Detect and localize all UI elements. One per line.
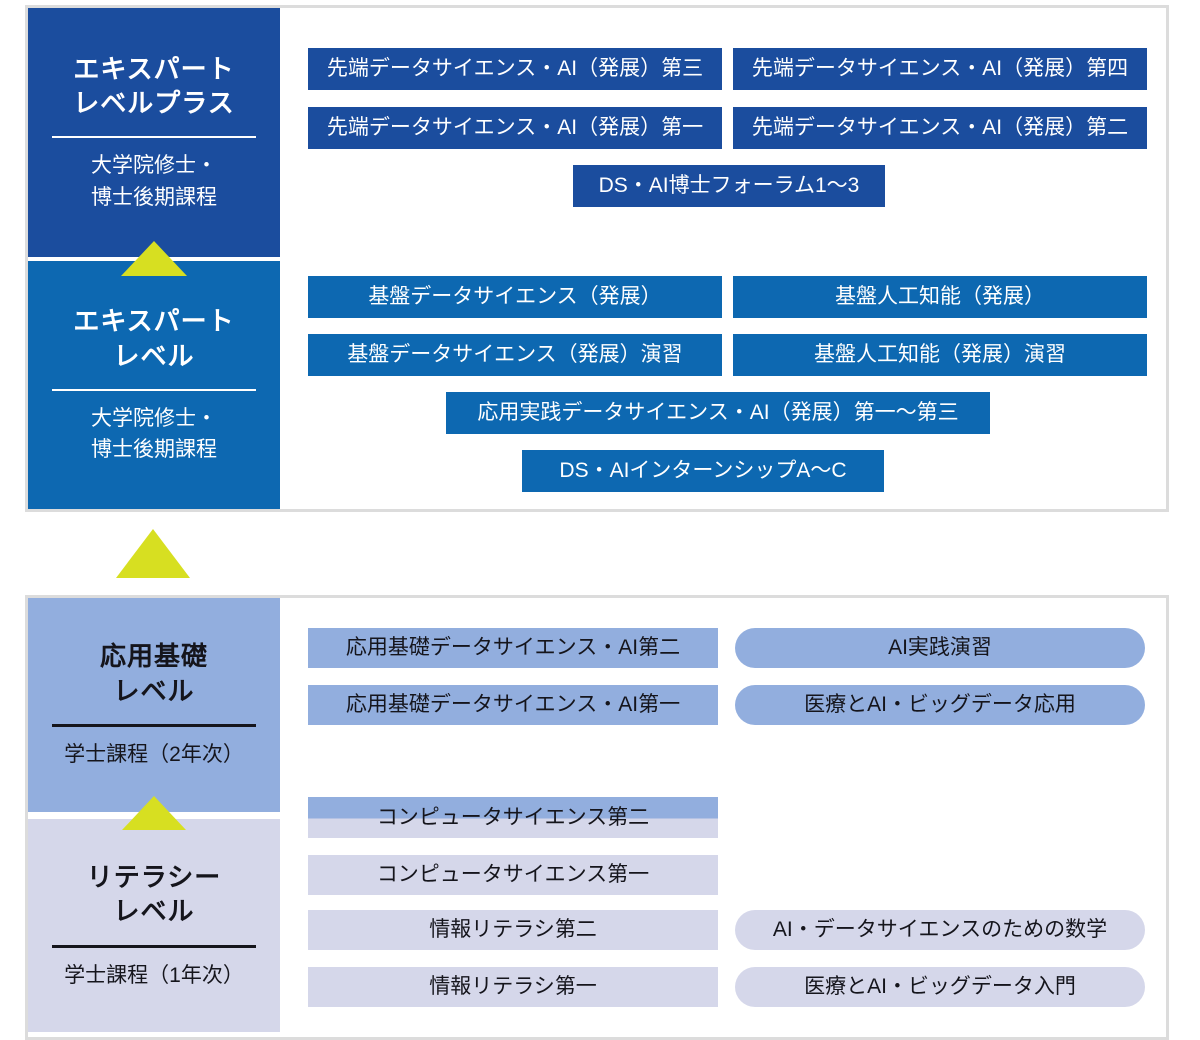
course-box: 応用基礎データサイエンス・AI第二 (308, 628, 718, 668)
course-box: 情報リテラシ第二 (308, 910, 718, 950)
level-subtitle-line2: 博士後期課程 (91, 185, 217, 209)
level-subtitle: 大学院修士・ 博士後期課程 (91, 150, 217, 213)
arrow-up-icon (122, 796, 186, 830)
course-box: 基盤人工知能（発展）演習 (733, 334, 1147, 376)
course-pill: AI実践演習 (735, 628, 1145, 668)
level-title-line2: レベル (113, 675, 195, 706)
level-title-line2: レベル (113, 340, 195, 371)
course-box: 先端データサイエンス・AI（発展）第四 (733, 48, 1147, 90)
course-box: 基盤データサイエンス（発展）演習 (308, 334, 722, 376)
course-box: 情報リテラシ第一 (308, 967, 718, 1007)
level-title-line1: 応用基礎 (99, 641, 208, 672)
level-title-line1: エキスパート (73, 306, 235, 337)
course-box: 応用実践データサイエンス・AI（発展）第一～第三 (446, 392, 990, 434)
level-title-line1: エキスパート (73, 53, 235, 84)
course-box: 基盤人工知能（発展） (733, 276, 1147, 318)
level-title: エキスパート レベル (73, 304, 234, 373)
course-box-bridge: コンピュータサイエンス第二 (308, 797, 718, 838)
level-title-line1: リテラシー (86, 861, 222, 892)
level-title-line2: レベルプラス (73, 88, 235, 118)
course-box: 応用基礎データサイエンス・AI第一 (308, 685, 718, 725)
level-block-expert: エキスパート レベル 大学院修士・ 博士後期課程 (28, 261, 280, 509)
level-title-line2: レベル (113, 896, 195, 927)
course-box: 先端データサイエンス・AI（発展）第三 (308, 48, 722, 90)
level-block-expert-plus: エキスパート レベルプラス 大学院修士・ 博士後期課程 (28, 8, 280, 257)
divider-line (52, 136, 256, 139)
course-box: DS・AI博士フォーラム1～3 (573, 165, 885, 207)
level-title: リテラシー レベル (87, 860, 221, 929)
course-box: コンピュータサイエンス第一 (308, 855, 718, 895)
divider-line (52, 724, 256, 728)
level-block-literacy: リテラシー レベル 学士課程（1年次） (28, 819, 280, 1032)
level-title: 応用基礎 レベル (100, 639, 208, 708)
course-box: DS・AIインターンシップA～C (522, 450, 884, 492)
divider-line (52, 944, 256, 948)
arrow-up-icon (116, 529, 190, 578)
course-pill: 医療とAI・ビッグデータ入門 (735, 967, 1145, 1007)
divider-line (52, 388, 256, 391)
level-subtitle: 大学院修士・ 博士後期課程 (91, 403, 217, 466)
arrow-up-icon (121, 241, 187, 276)
course-box: 先端データサイエンス・AI（発展）第二 (733, 107, 1147, 149)
level-subtitle: 学士課程（1年次） (64, 963, 244, 987)
level-title: エキスパート レベルプラス (73, 52, 234, 121)
level-subtitle-line2: 博士後期課程 (91, 438, 217, 462)
course-box: 先端データサイエンス・AI（発展）第一 (308, 107, 722, 149)
level-block-applied-basics: 応用基礎 レベル 学士課程（2年次） (28, 598, 280, 812)
level-subtitle-line1: 大学院修士・ (91, 406, 217, 430)
level-subtitle: 学士課程（2年次） (64, 743, 244, 767)
course-pill: 医療とAI・ビッグデータ応用 (735, 685, 1145, 725)
course-box: 基盤データサイエンス（発展） (308, 276, 722, 318)
level-subtitle-line1: 大学院修士・ (91, 154, 217, 178)
course-pill: AI・データサイエンスのための数学 (735, 910, 1145, 950)
